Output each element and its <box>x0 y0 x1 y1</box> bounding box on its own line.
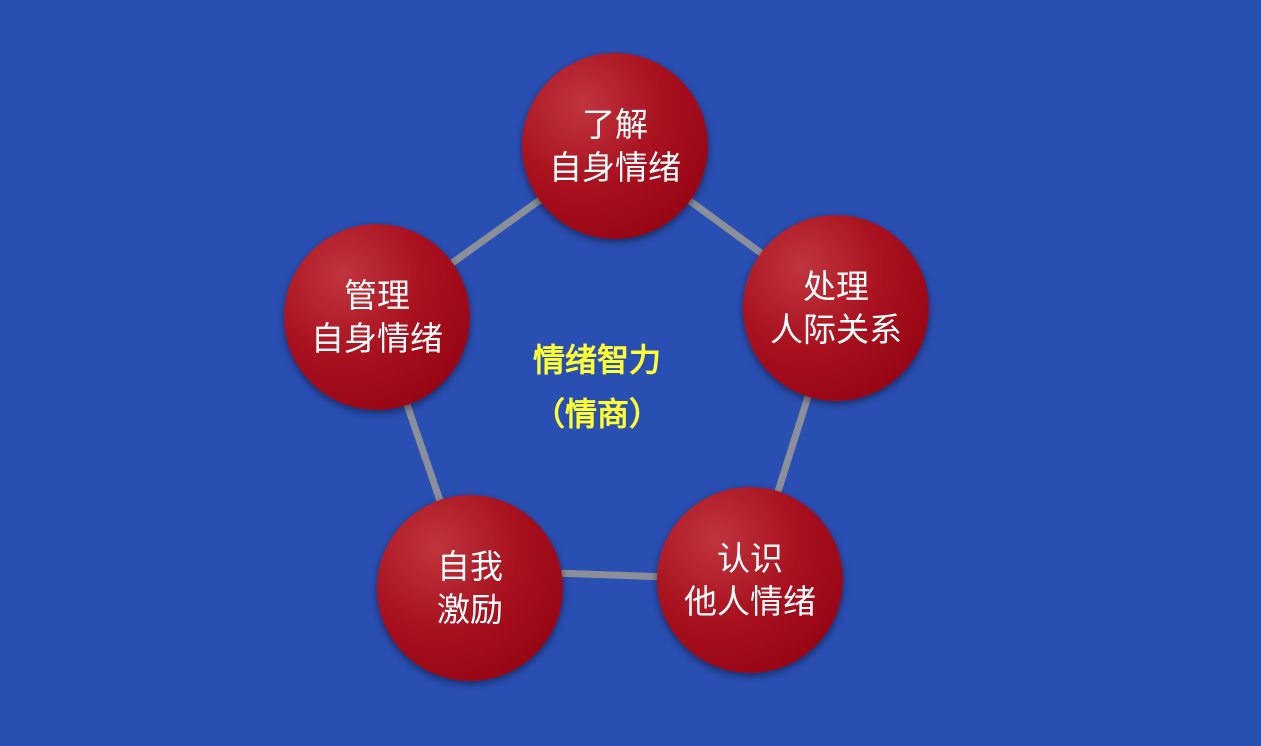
node-understand-own-emotions: 了解 自身情绪 <box>522 53 708 239</box>
node-manage-own-emotions: 管理 自身情绪 <box>284 224 470 410</box>
node-label-line1: 管理 <box>344 276 410 315</box>
center-subtitle: （情商） <box>532 395 661 433</box>
node-label-line1: 自我 <box>437 547 503 586</box>
node-label-line1: 认识 <box>717 539 783 578</box>
node-label-line1: 处理 <box>803 267 869 306</box>
node-label-line2: 人际关系 <box>770 310 902 349</box>
center-label: 情绪智力 （情商） <box>497 333 697 441</box>
center-title: 情绪智力 <box>532 341 661 379</box>
node-label-line2: 自身情绪 <box>549 148 681 187</box>
node-label-line2: 激励 <box>437 590 503 629</box>
node-label-line1: 了解 <box>582 105 648 144</box>
node-label-line2: 他人情绪 <box>684 582 816 621</box>
node-label-line2: 自身情绪 <box>311 319 443 358</box>
node-handle-relationships: 处理 人际关系 <box>743 215 929 401</box>
node-recognize-others-emotions: 认识 他人情绪 <box>657 487 843 673</box>
node-self-motivation: 自我 激励 <box>377 495 563 681</box>
